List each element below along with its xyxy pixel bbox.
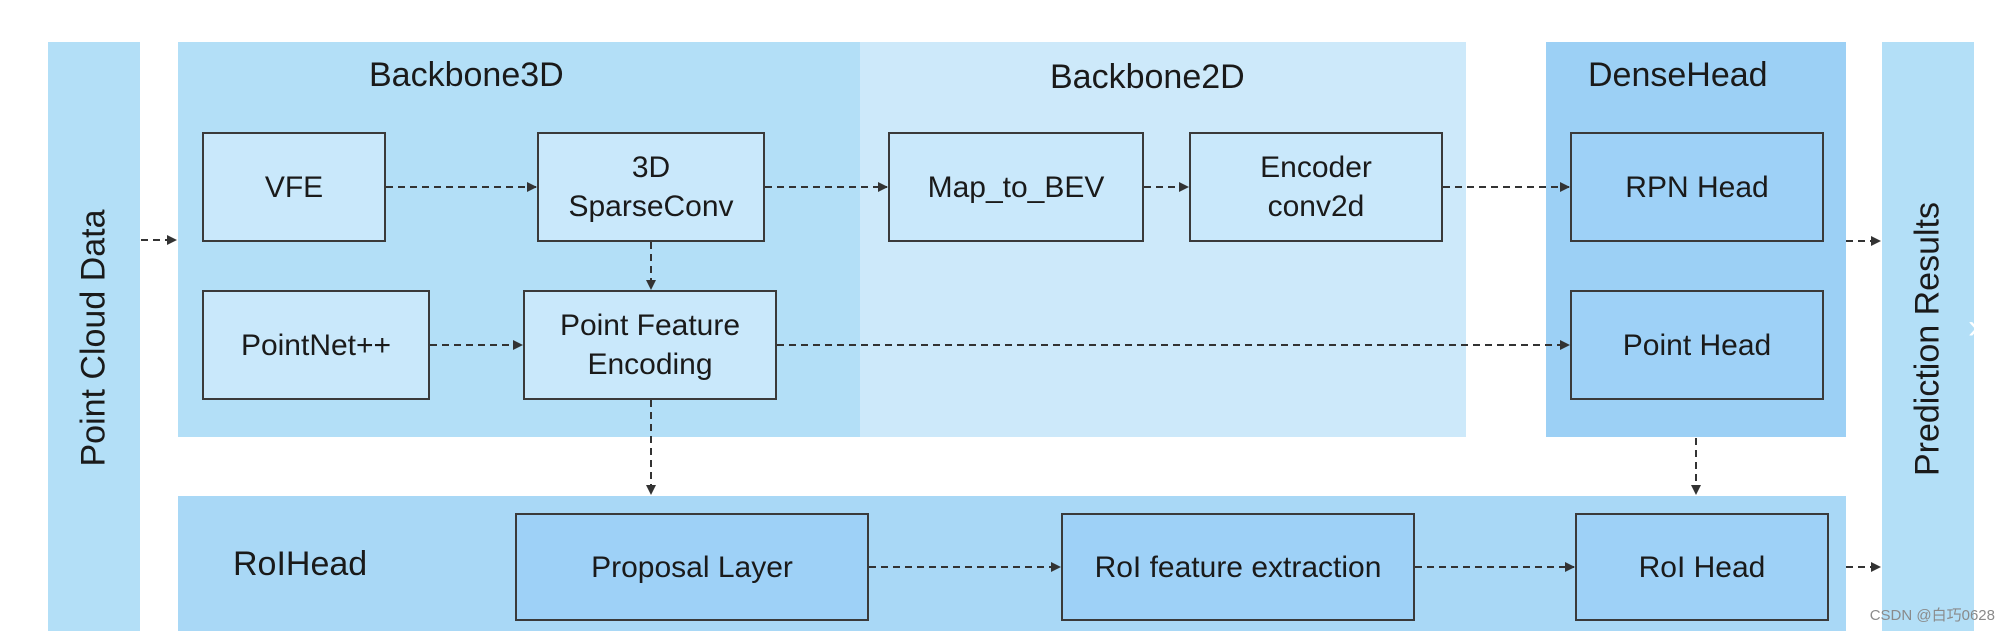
input-band	[48, 42, 140, 631]
roi-head-label: RoI Head	[1638, 550, 1766, 584]
point-feature-label: Point Feature Encoding	[559, 309, 741, 381]
output-band	[1882, 42, 1974, 631]
rpn-head-box: RPN Head	[1570, 132, 1824, 242]
point-head-box: Point Head	[1570, 290, 1824, 400]
proposal-layer-label: Proposal Layer	[591, 550, 793, 584]
watermark: CSDN @白巧0628	[1869, 607, 1995, 624]
sparseconv-box: 3D SparseConv	[537, 132, 765, 242]
sparseconv-label: 3D SparseConv	[568, 151, 734, 223]
roi-feature-label: RoI feature extraction	[1094, 550, 1382, 584]
roihead-title: RoIHead	[233, 545, 368, 583]
roi-feature-box: RoI feature extraction	[1061, 513, 1415, 621]
vfe-box: VFE	[202, 132, 386, 242]
map-to-bev-label: Map_to_BEV	[927, 170, 1105, 204]
encoder-label: Encoder conv2d	[1260, 151, 1372, 223]
backbone3d-title: Backbone3D	[369, 56, 564, 94]
backbone2d-title: Backbone2D	[1050, 58, 1245, 96]
point-feature-box: Point Feature Encoding	[523, 290, 777, 400]
rpn-head-label: RPN Head	[1625, 170, 1769, 204]
vfe-label: VFE	[264, 170, 324, 204]
point-head-label: Point Head	[1622, 328, 1772, 362]
encoder-box: Encoder conv2d	[1189, 132, 1443, 242]
roi-head-box: RoI Head	[1575, 513, 1829, 621]
densehead-title: DenseHead	[1588, 56, 1768, 94]
pointnet-box: PointNet++	[202, 290, 430, 400]
chevron-right-icon: ›	[1968, 308, 1980, 346]
proposal-layer-box: Proposal Layer	[515, 513, 869, 621]
pointnet-label: PointNet++	[240, 328, 392, 362]
map-to-bev-box: Map_to_BEV	[888, 132, 1144, 242]
